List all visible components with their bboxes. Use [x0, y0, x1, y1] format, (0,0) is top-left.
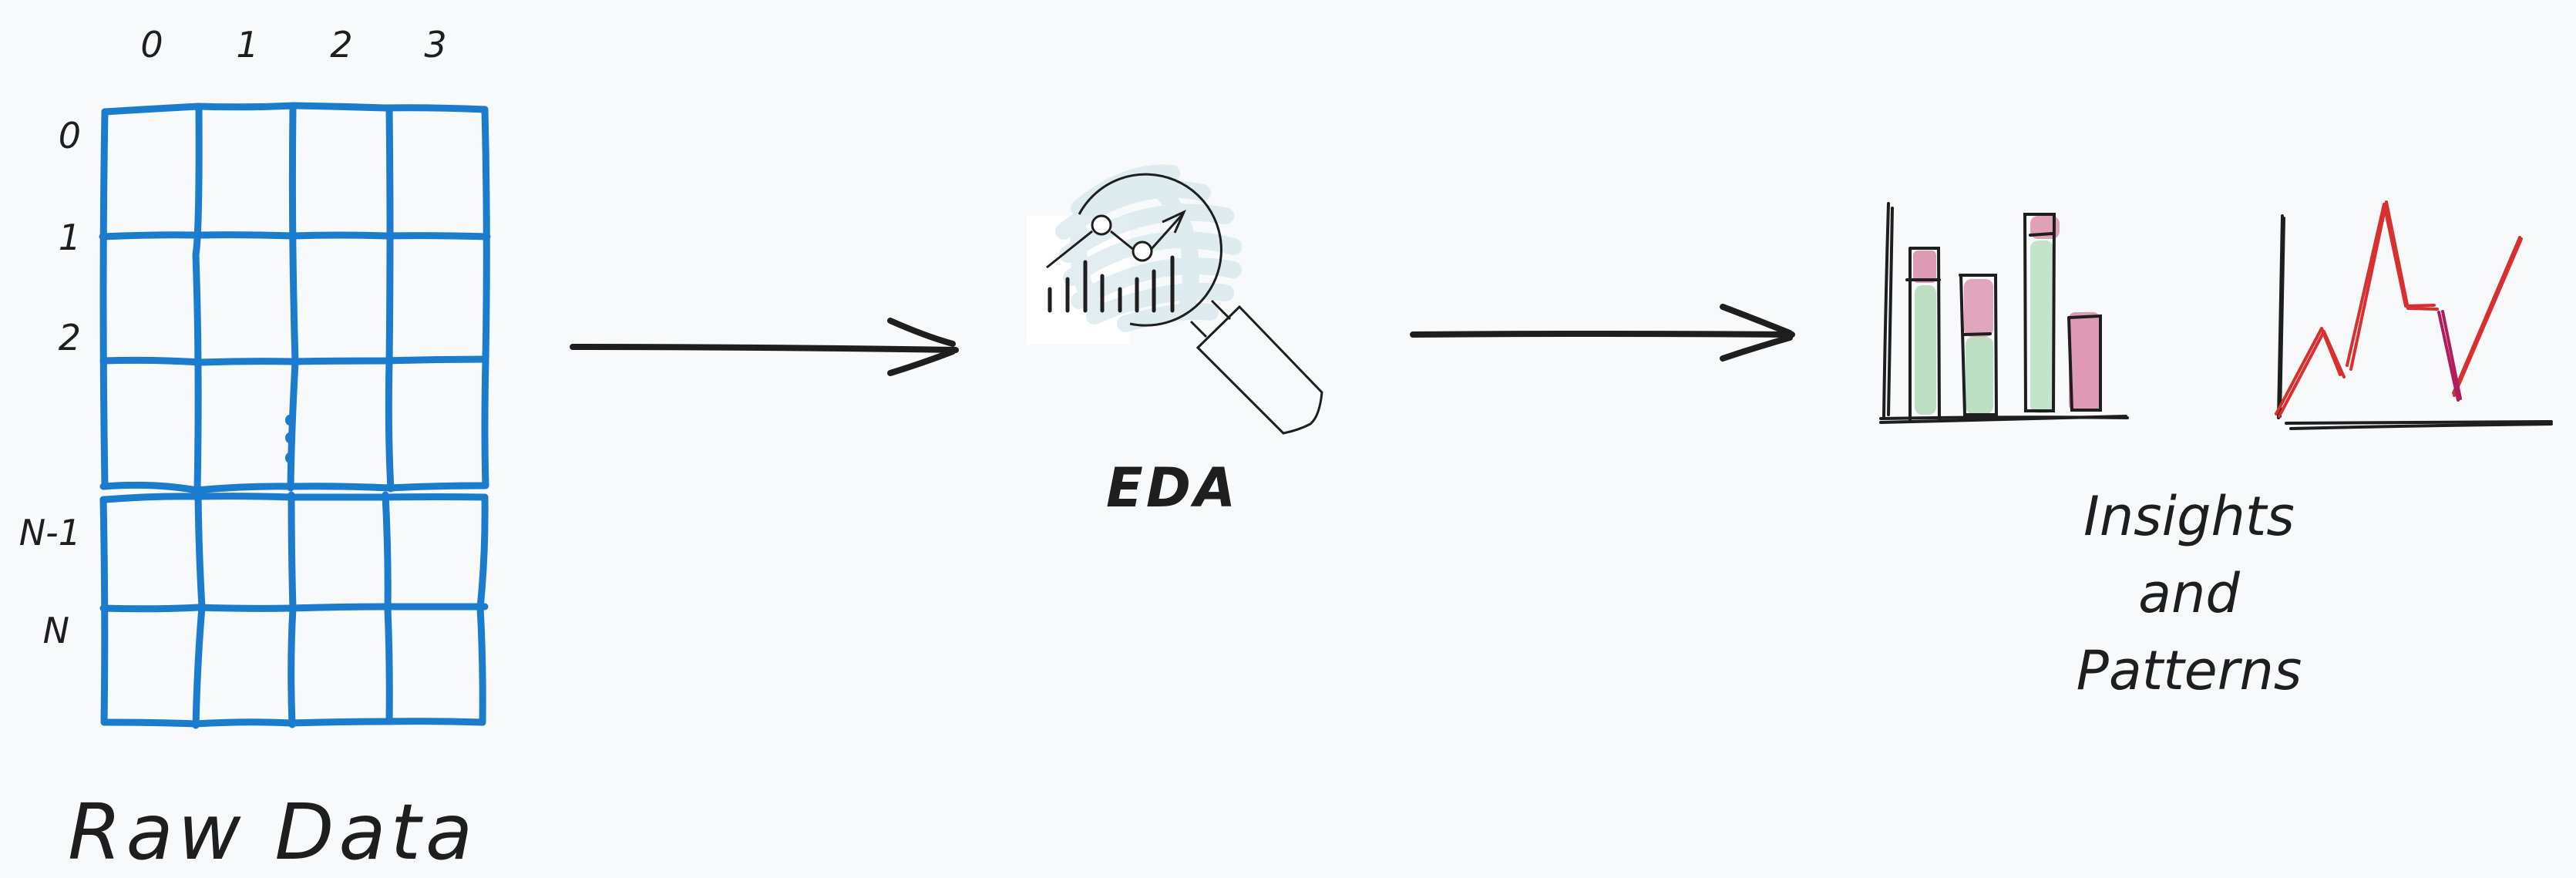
insights-label-line2: and	[2138, 562, 2240, 625]
raw-data-grid-top	[99, 102, 491, 494]
row-label-2: 2	[58, 317, 81, 358]
raw-data-grid-bottom	[99, 491, 489, 729]
insights-label-line1: Insights	[2083, 485, 2295, 548]
arrow-raw-to-eda	[570, 318, 959, 376]
row-label-n: N	[42, 610, 69, 651]
row-label-n-minus-1: N-1	[18, 512, 81, 553]
raw-data-label: Raw Data	[68, 787, 478, 877]
row-label-0: 0	[58, 115, 81, 156]
magnifying-glass-chart-icon	[1027, 164, 1323, 435]
eda-label: EDA	[1106, 456, 1239, 520]
column-label-2: 2	[330, 24, 353, 66]
column-label-3: 3	[424, 24, 447, 66]
column-label-1: 1	[236, 24, 259, 66]
insights-label: Insights and Patterns	[1996, 478, 2382, 709]
line-chart-icon	[2275, 200, 2553, 430]
insights-label-line3: Patterns	[2076, 639, 2302, 702]
column-label-0: 0	[140, 24, 163, 66]
arrow-eda-to-insights	[1410, 304, 1795, 362]
ellipsis-dots	[285, 415, 294, 463]
row-label-1: 1	[58, 217, 81, 258]
stacked-bar-chart-icon	[1879, 202, 2129, 424]
